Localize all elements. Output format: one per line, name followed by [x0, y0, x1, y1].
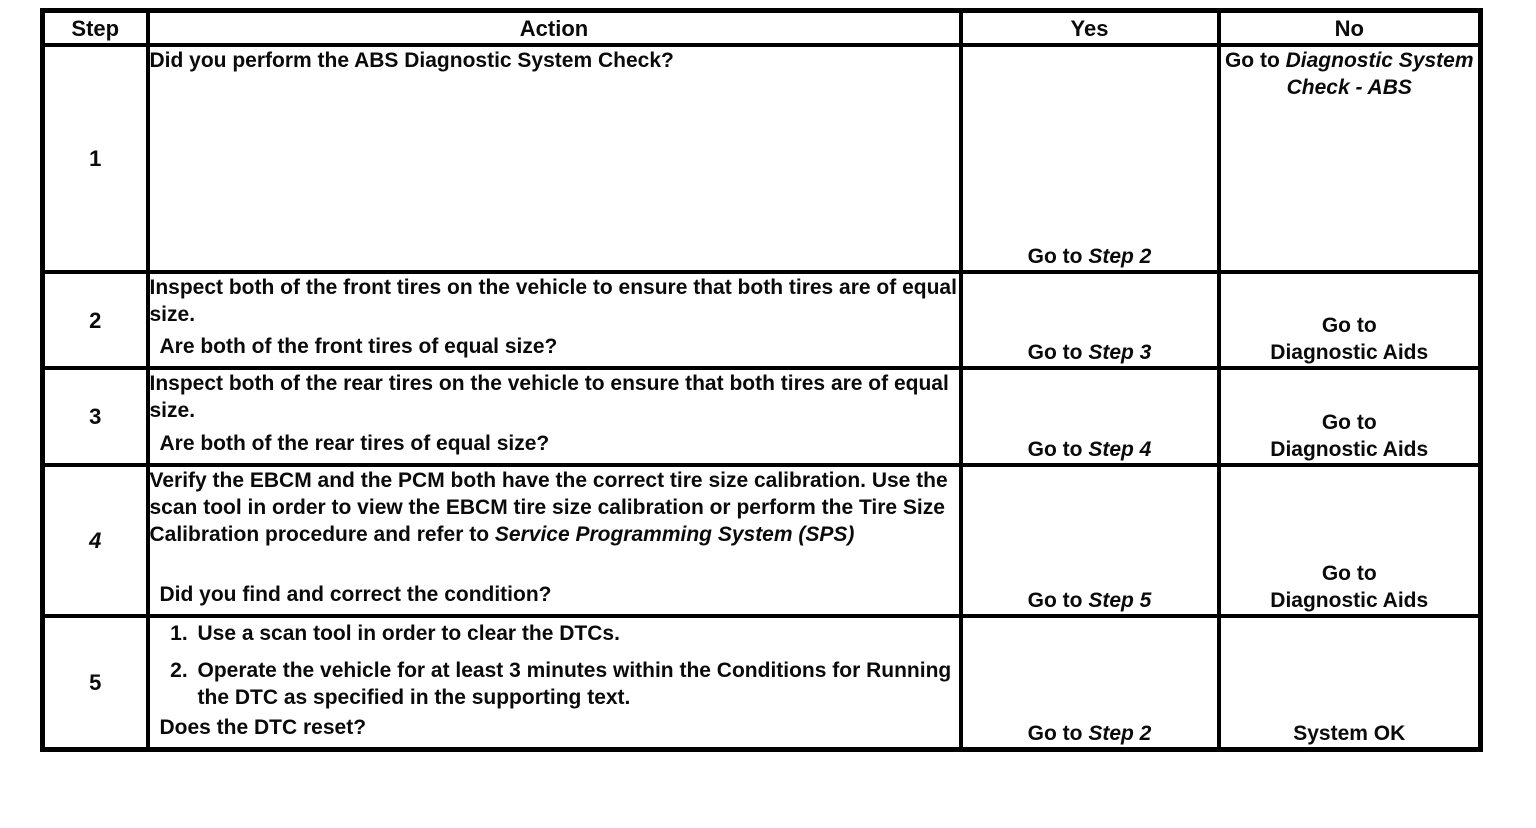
yes-cell: Go to Step 5 [958, 463, 1221, 618]
yes-cell: Go to Step 3 [958, 270, 1221, 370]
no-text-line2: Diagnostic Aids [1270, 341, 1429, 364]
header-no: No [1216, 8, 1483, 47]
yes-ref: Step 5 [1088, 589, 1152, 612]
no-text-line2: Diagnostic Aids [1270, 589, 1429, 612]
no-text: System OK [1293, 721, 1406, 745]
yes-text: Go to [1027, 721, 1089, 745]
action-question: Are both of the front tires of equal siz… [159, 335, 558, 358]
diagnostic-table: Step Action Yes No 1 Did you perform the… [40, 8, 1483, 752]
no-ref: Diagnostic System Check - ABS [1285, 49, 1474, 99]
no-cell: System OK [1216, 614, 1483, 751]
action-question: Are both of the rear tires of equal size… [159, 432, 550, 455]
step-number: 5 [40, 614, 150, 751]
step-number: 4 [40, 463, 150, 618]
no-text-line2: Diagnostic Aids [1270, 438, 1429, 461]
action-text: Inspect both of the rear tires on the ve… [149, 372, 949, 422]
no-cell: Go to Diagnostic Aids [1216, 366, 1483, 467]
step-number: 1 [40, 43, 150, 274]
yes-text: Go to [1027, 341, 1089, 364]
table-row: 2 Inspect both of the front tires on the… [40, 270, 1483, 370]
yes-ref: Step 2 [1088, 245, 1152, 268]
action-cell: Verify the EBCM and the PCM both have th… [145, 463, 963, 618]
step-number: 2 [40, 270, 150, 370]
yes-cell: Go to Step 2 [958, 614, 1221, 751]
yes-cell: Go to Step 4 [958, 366, 1221, 467]
no-text: Go to [1224, 49, 1286, 72]
yes-ref: Step 2 [1088, 721, 1152, 745]
action-cell: Inspect both of the rear tires on the ve… [145, 366, 963, 467]
action-question: Did you find and correct the condition? [159, 583, 552, 606]
action-cell: Use a scan tool in order to clear the DT… [145, 614, 963, 751]
yes-text: Go to [1027, 245, 1089, 268]
yes-ref: Step 3 [1088, 341, 1152, 364]
action-cell: Inspect both of the front tires on the v… [145, 270, 963, 370]
action-text: Verify the EBCM and the PCM both have th… [149, 469, 948, 546]
action-question: Did you perform the ABS Diagnostic Syste… [149, 49, 674, 72]
no-text-line1: Go to [1321, 314, 1377, 337]
table-row: 1 Did you perform the ABS Diagnostic Sys… [40, 43, 1483, 274]
list-item: Use a scan tool in order to clear the DT… [194, 620, 957, 647]
list-item: Operate the vehicle for at least 3 minut… [194, 657, 957, 711]
yes-text: Go to [1027, 589, 1089, 612]
no-text-line1: Go to [1321, 562, 1377, 585]
action-cell: Did you perform the ABS Diagnostic Syste… [145, 43, 963, 274]
no-cell: Go to Diagnostic System Check - ABS [1216, 43, 1483, 274]
yes-ref: Step 4 [1088, 438, 1152, 461]
action-text: Inspect both of the front tires on the v… [149, 276, 957, 326]
action-numbered-list: Use a scan tool in order to clear the DT… [152, 620, 957, 711]
header-row: Step Action Yes No [40, 8, 1483, 47]
table-row: 3 Inspect both of the rear tires on the … [40, 366, 1483, 467]
action-question: Does the DTC reset? [159, 715, 367, 739]
table-row: 5 Use a scan tool in order to clear the … [40, 614, 1483, 751]
no-text-line1: Go to [1321, 411, 1377, 434]
yes-cell: Go to Step 2 [958, 43, 1221, 274]
header-action: Action [145, 8, 963, 47]
action-text-italic: Service Programming System (SPS) [494, 523, 855, 546]
no-cell: Go to Diagnostic Aids [1216, 270, 1483, 370]
yes-text: Go to [1027, 438, 1089, 461]
header-step: Step [40, 8, 150, 47]
header-yes: Yes [958, 8, 1221, 47]
table-row: 4 Verify the EBCM and the PCM both have … [40, 463, 1483, 618]
no-cell: Go to Diagnostic Aids [1216, 463, 1483, 618]
step-number: 3 [40, 366, 150, 467]
